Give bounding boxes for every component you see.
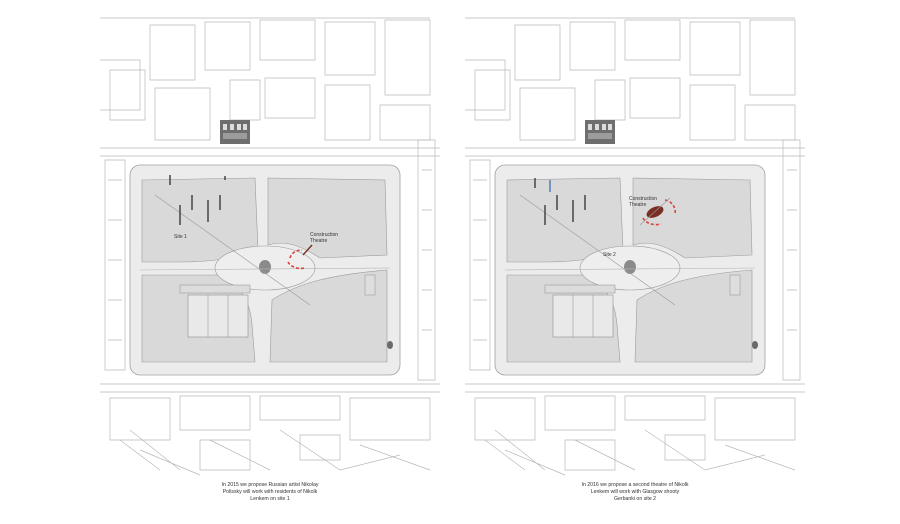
construction-label: Construction Theatre — [310, 232, 339, 244]
site-2-map — [465, 17, 805, 476]
park-square — [494, 164, 766, 376]
site-1-panel: Site 1 Construction Theatre In 2015 we p… — [100, 0, 440, 524]
building-icon — [585, 120, 615, 144]
building-icon — [220, 120, 250, 144]
caption-line: Polissky will work with residents of Nik… — [222, 489, 318, 496]
caption-line: In 2015 we propose Russian artist Nikola… — [221, 482, 319, 488]
construction-marker — [287, 244, 313, 270]
sculpture-marks — [534, 178, 586, 225]
site-label: Site 1 — [174, 234, 187, 240]
caption-line: Lenkem on site 1 — [250, 496, 290, 503]
site-1-caption: In 2015 we propose Russian artist Nikola… — [100, 482, 440, 504]
sculpture-marks — [169, 175, 226, 225]
site-label: Site 2 — [603, 252, 616, 258]
construction-marker — [639, 197, 676, 226]
caption-line: In 2016 we propose a second theatre of N… — [581, 482, 689, 488]
caption-line: Lenkem will work with Glasgow shooty — [590, 489, 680, 496]
site-2-caption: In 2016 we propose a second theatre of N… — [465, 482, 805, 504]
construction-label: Construction Theatre — [629, 196, 658, 208]
park-square — [129, 164, 401, 376]
site-2-panel: Site 2 Construction Theatre In 2016 we p… — [465, 0, 805, 524]
site-1-map — [100, 17, 440, 476]
caption-line: Gerbanki on site 2 — [613, 496, 657, 503]
